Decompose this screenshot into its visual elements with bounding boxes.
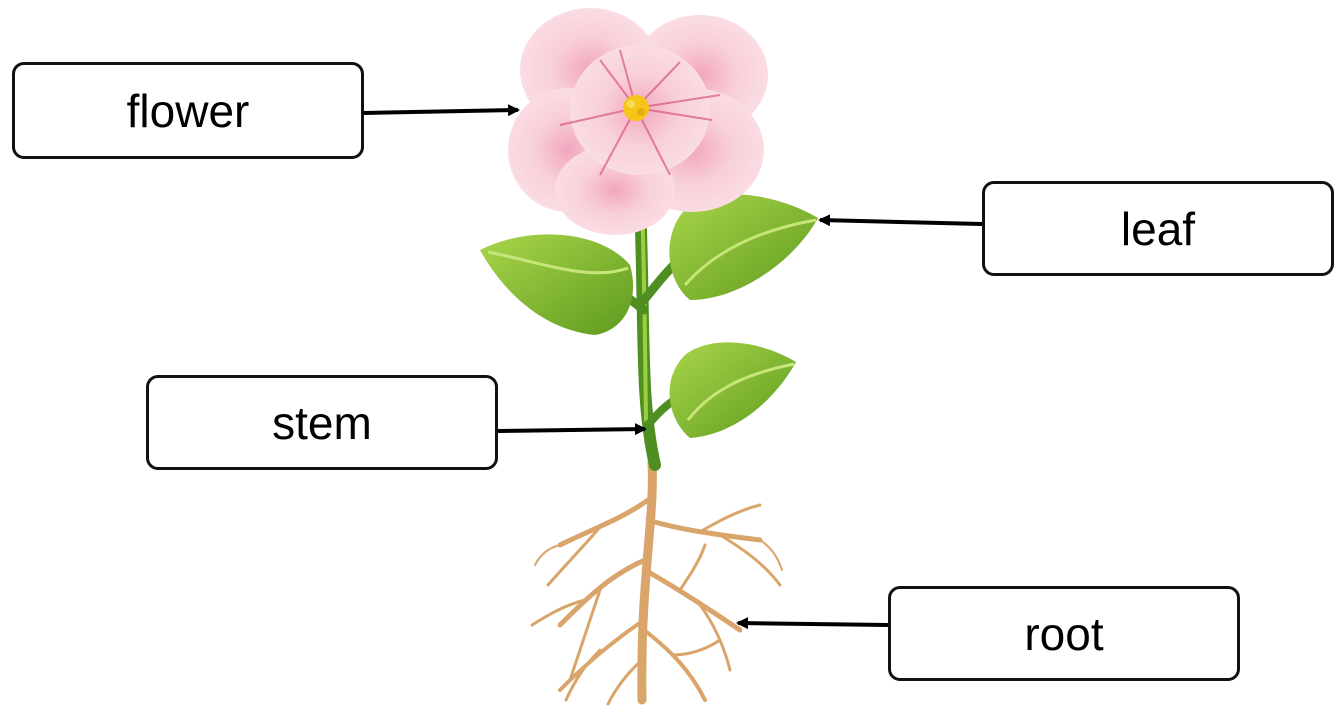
roots	[530, 457, 783, 706]
arrow-leaf	[818, 214, 983, 227]
flower-shape	[508, 8, 768, 235]
leaf-lower-right	[669, 342, 796, 438]
label-stem: stem	[146, 375, 498, 470]
plant-illustration	[480, 8, 818, 706]
label-leaf: leaf	[982, 181, 1334, 276]
leaf-upper-right	[669, 194, 818, 300]
label-root: root	[888, 586, 1240, 681]
arrow-stem	[497, 423, 647, 436]
arrow-root	[736, 617, 889, 630]
label-flower: flower	[12, 62, 364, 159]
arrow-flower	[363, 104, 520, 117]
leaf-left	[480, 234, 634, 335]
